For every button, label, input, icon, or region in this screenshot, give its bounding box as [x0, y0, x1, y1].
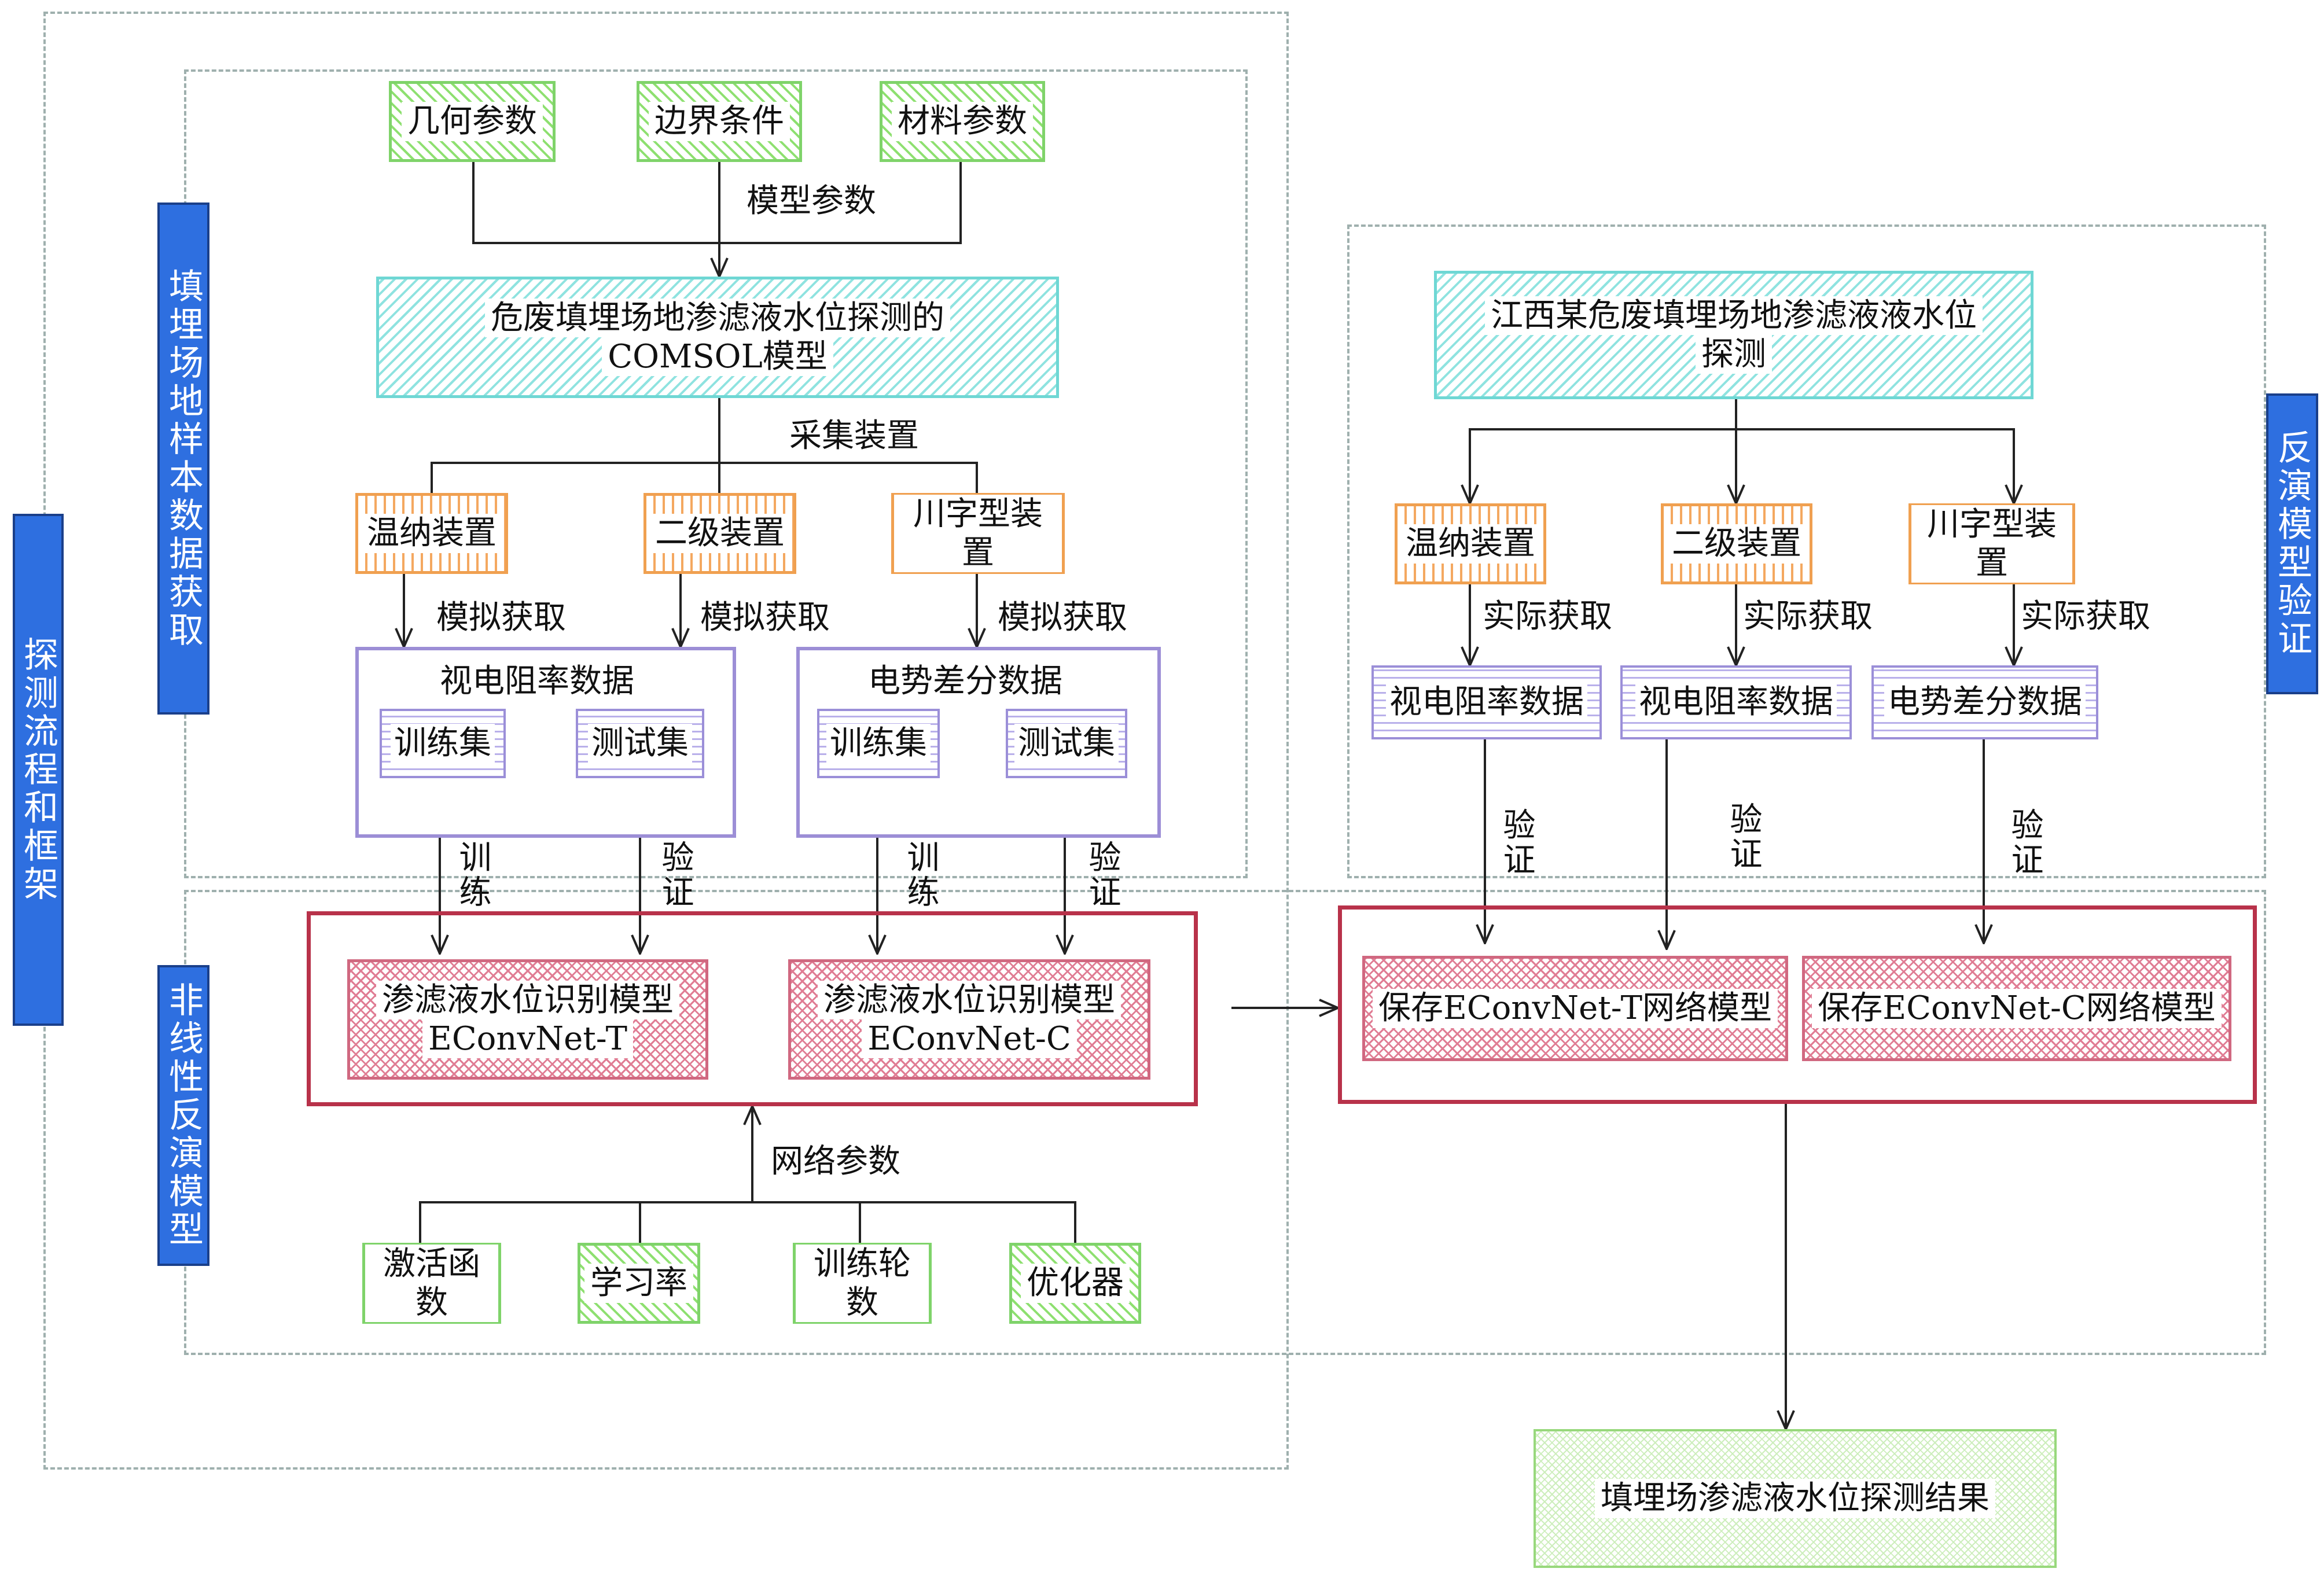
epochs-box: 训练轮数: [793, 1243, 932, 1324]
material-params-box: 材料参数: [880, 81, 1045, 162]
detection-result-label: 填埋场渗滤液水位探测结果: [1595, 1479, 1995, 1518]
chuan-device-box: 川字型装置: [891, 493, 1065, 574]
simulate-acquire-label-1: 模拟获取: [436, 599, 566, 636]
geometry-params-box: 几何参数: [389, 81, 556, 162]
inverse-model-group: [307, 911, 1198, 1106]
field-resistivity-data-box-2: 视电阻率数据: [1620, 665, 1852, 739]
dipole-device-box: 二级装置: [643, 493, 796, 574]
actual-acquire-label-3: 实际获取: [2021, 598, 2150, 635]
saved-models-group: [1338, 905, 2257, 1104]
activation-function-box: 激活函数: [362, 1243, 501, 1324]
verify-label-2: 验证: [1083, 840, 1121, 910]
boundary-conditions-box: 边界条件: [637, 81, 802, 162]
field-potential-data-label: 电势差分数据: [1884, 683, 2086, 722]
detection-result-box: 填埋场渗滤液水位探测结果: [1534, 1429, 2057, 1568]
chuan-device-label: 川字型装置: [894, 494, 1062, 573]
dipole-device-label: 二级装置: [649, 514, 790, 553]
epochs-label: 训练轮数: [796, 1244, 929, 1323]
field-site-title-line1: 江西某危废填埋场地渗滤液液水位: [1485, 296, 1983, 335]
sidebar-inverse: 非线性反演模型: [157, 965, 209, 1266]
resistivity-train-label: 训练集: [391, 724, 495, 763]
econvnet-c-title-line2: EConvNet-C: [862, 1019, 1077, 1059]
econvnet-t-title-line1: 渗滤液水位识别模型: [376, 980, 679, 1019]
network-params-label: 网络参数: [771, 1143, 900, 1180]
optimizer-label: 优化器: [1021, 1264, 1130, 1303]
resistivity-test-label: 测试集: [588, 724, 692, 763]
saved-econvnet-c-label: 保存EConvNet-C网络模型: [1812, 989, 2222, 1028]
field-chuan-device-label: 川字型装置: [1911, 505, 2072, 583]
sidebar-outer-label: 探测流程和框架: [17, 636, 58, 904]
resistivity-test-set: 测试集: [576, 709, 704, 778]
potential-test-label: 测试集: [1014, 724, 1119, 763]
potential-test-set: 测试集: [1006, 709, 1127, 778]
wenner-device-box: 温纳装置: [355, 493, 508, 574]
potential-train-set: 训练集: [817, 709, 940, 778]
acquisition-device-label: 采集装置: [789, 417, 919, 455]
field-dipole-device-box: 二级装置: [1661, 503, 1812, 584]
field-dipole-device-label: 二级装置: [1666, 524, 1807, 564]
saved-econvnet-c-box: 保存EConvNet-C网络模型: [1802, 956, 2231, 1061]
potential-data-title: 电势差分数据: [868, 662, 1062, 700]
field-wenner-device-box: 温纳装置: [1395, 503, 1546, 584]
field-site-title-line2: 探测: [1696, 335, 1772, 374]
train-label-2: 训练: [902, 840, 939, 910]
verify-label-1: 验证: [656, 840, 694, 910]
field-chuan-device-box: 川字型装置: [1909, 503, 2075, 584]
sidebar-outer: 探测流程和框架: [13, 514, 64, 1026]
field-resistivity-data-label-2: 视电阻率数据: [1635, 683, 1837, 722]
saved-econvnet-t-box: 保存EConvNet-T网络模型: [1362, 956, 1788, 1061]
econvnet-t-title-line2: EConvNet-T: [422, 1019, 634, 1059]
field-potential-data-box: 电势差分数据: [1871, 665, 2098, 739]
potential-train-label: 训练集: [826, 724, 931, 763]
saved-econvnet-t-label: 保存EConvNet-T网络模型: [1372, 989, 1778, 1028]
boundary-conditions-label: 边界条件: [649, 102, 790, 141]
activation-function-label: 激活函数: [365, 1244, 498, 1323]
econvnet-c-model-box: 渗滤液水位识别模型 EConvNet-C: [788, 959, 1150, 1080]
field-site-box: 江西某危废填埋场地渗滤液液水位 探测: [1434, 271, 2034, 399]
comsol-model-box: 危废填埋场地渗滤液水位探测的 COMSOL模型: [376, 277, 1059, 398]
wenner-device-label: 温纳装置: [361, 514, 502, 553]
field-wenner-device-label: 温纳装置: [1400, 524, 1541, 564]
field-resistivity-data-label-1: 视电阻率数据: [1386, 683, 1587, 722]
sidebar-validate: 反演模型验证: [2266, 393, 2318, 694]
resistivity-train-set: 训练集: [380, 709, 506, 778]
train-label-1: 训练: [454, 840, 491, 910]
model-params-label: 模型参数: [747, 182, 876, 220]
sidebar-sample-label: 填埋场地样本数据获取: [163, 267, 204, 650]
field-verify-label-3: 验证: [2006, 808, 2043, 877]
field-verify-label-1: 验证: [1498, 808, 1535, 877]
comsol-model-title-line2: COMSOL模型: [602, 337, 833, 377]
material-params-label: 材料参数: [892, 102, 1033, 141]
optimizer-box: 优化器: [1009, 1243, 1141, 1324]
field-resistivity-data-box-1: 视电阻率数据: [1371, 665, 1602, 739]
learning-rate-label: 学习率: [584, 1264, 693, 1303]
geometry-params-label: 几何参数: [402, 102, 543, 141]
actual-acquire-label-2: 实际获取: [1743, 598, 1873, 635]
simulate-acquire-label-3: 模拟获取: [998, 599, 1127, 636]
sidebar-inverse-label: 非线性反演模型: [163, 982, 204, 1249]
learning-rate-box: 学习率: [578, 1243, 700, 1324]
simulate-acquire-label-2: 模拟获取: [700, 599, 830, 636]
resistivity-data-title: 视电阻率数据: [440, 662, 634, 700]
sidebar-sample: 填埋场地样本数据获取: [157, 203, 209, 715]
actual-acquire-label-1: 实际获取: [1483, 598, 1612, 635]
econvnet-c-title-line1: 渗滤液水位识别模型: [818, 980, 1121, 1019]
field-verify-label-2: 验证: [1724, 802, 1762, 871]
sidebar-validate-label: 反演模型验证: [2271, 429, 2312, 658]
comsol-model-title-line1: 危废填埋场地渗滤液水位探测的: [485, 298, 950, 337]
validation-frame: [1347, 224, 2266, 878]
econvnet-t-model-box: 渗滤液水位识别模型 EConvNet-T: [347, 959, 708, 1080]
